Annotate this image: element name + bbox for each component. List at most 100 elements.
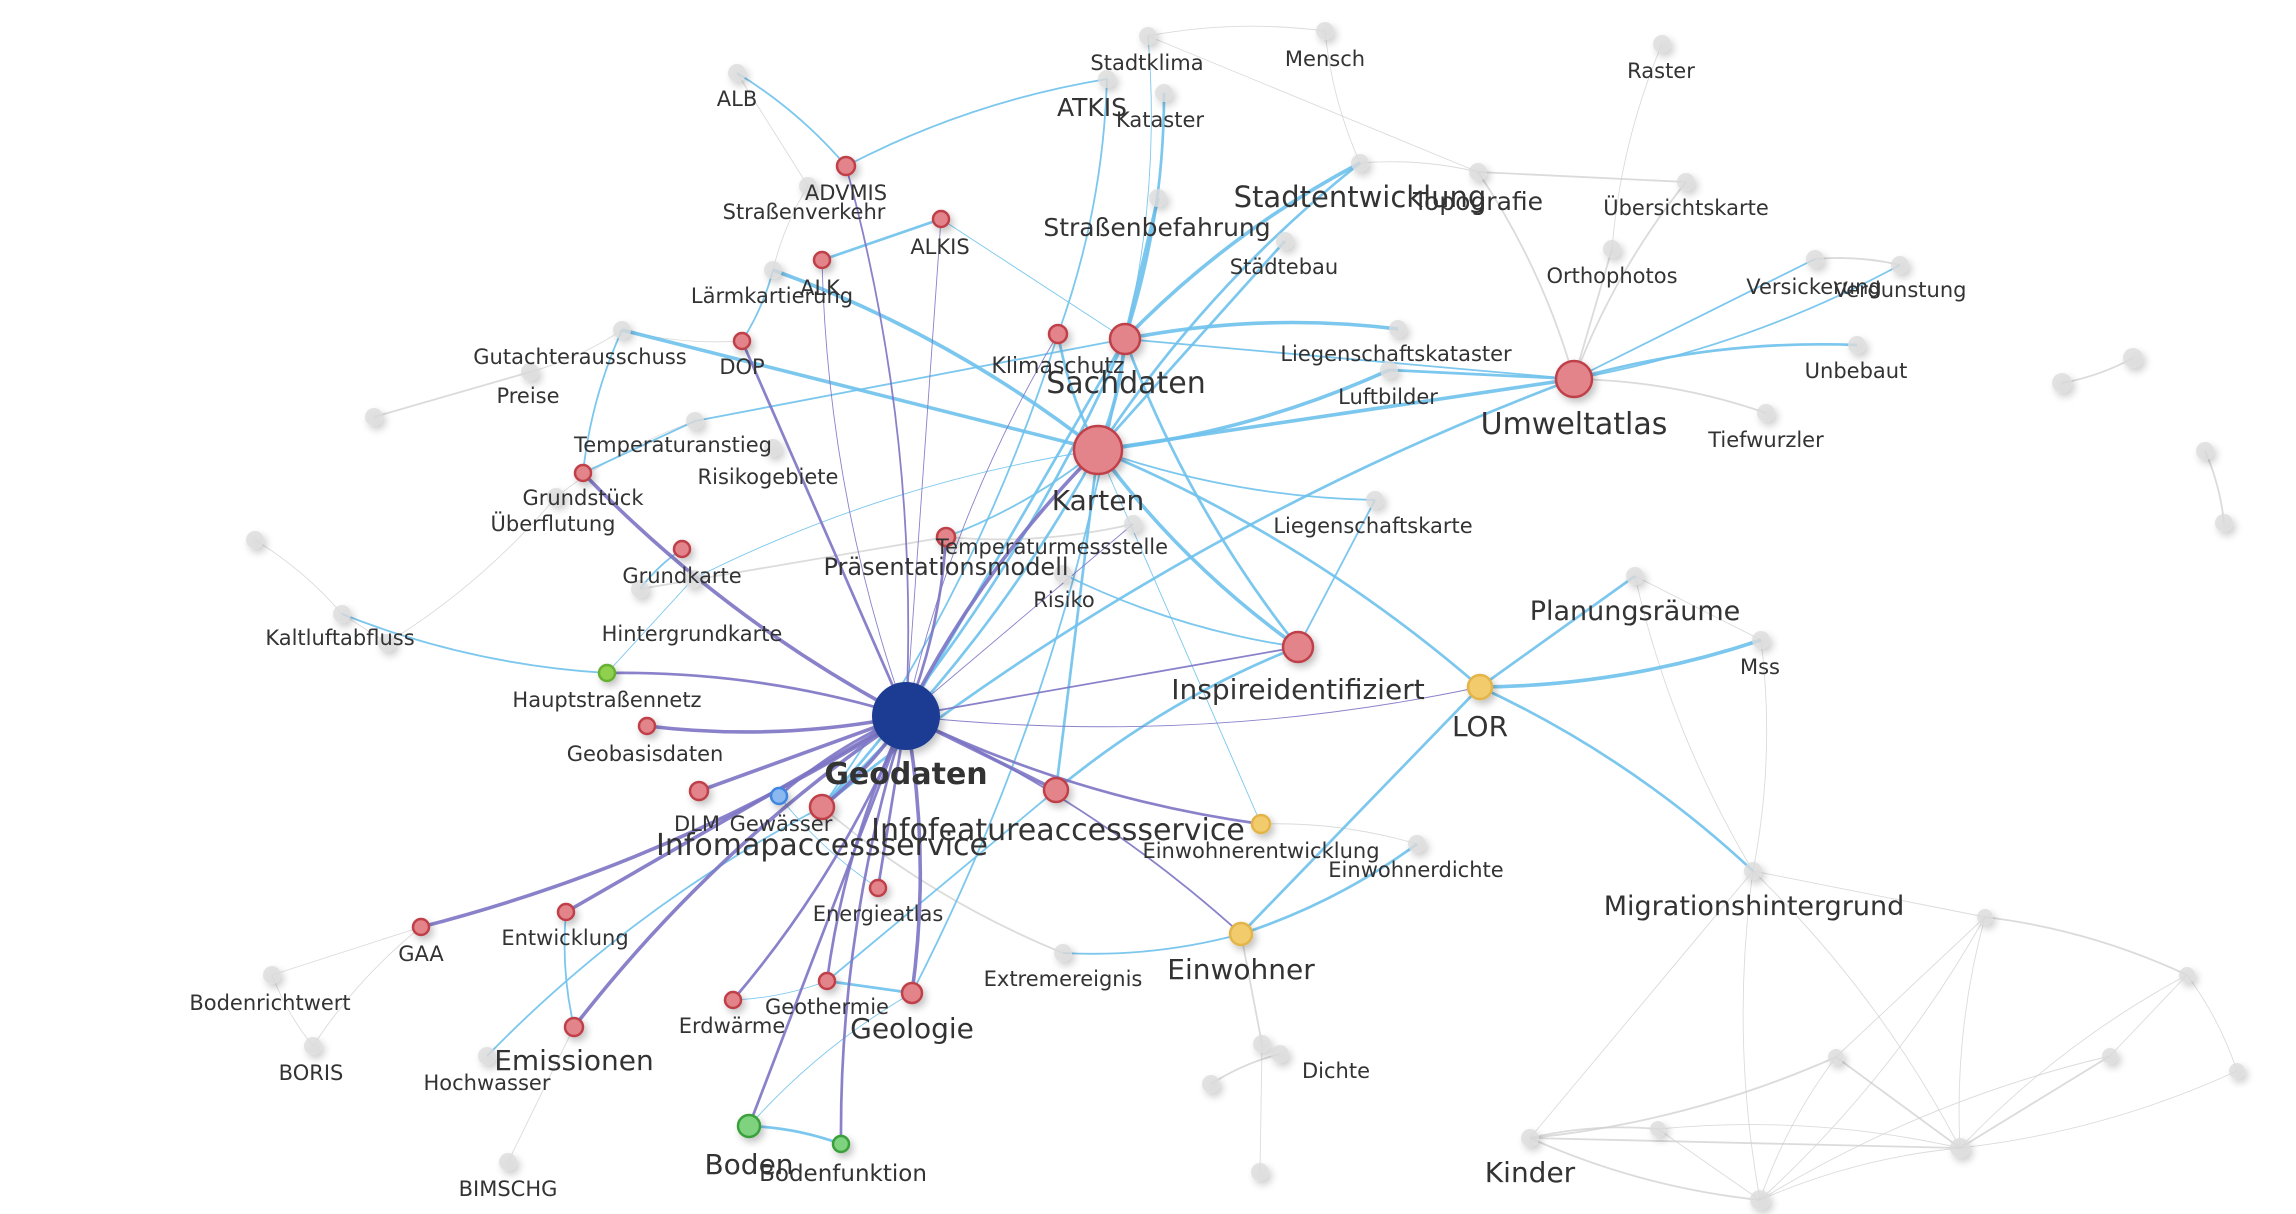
node-alb[interactable] (728, 64, 746, 82)
node-lor[interactable] (1466, 673, 1494, 701)
node-kataster[interactable] (1155, 84, 1173, 102)
node-infomap[interactable] (808, 793, 836, 821)
node-gewaesser[interactable] (769, 786, 789, 806)
node-verdunstung[interactable] (1891, 256, 1909, 274)
node-geodaten[interactable] (872, 682, 940, 750)
node-einwohnerentw[interactable] (1250, 813, 1272, 835)
node-mss[interactable] (1752, 631, 1770, 649)
node-energieatlas[interactable] (868, 878, 888, 898)
node-temperaturmess[interactable] (1124, 515, 1142, 533)
node-luftbilder[interactable] (1380, 361, 1398, 379)
node-uebersichtskarte[interactable] (1677, 173, 1695, 191)
node-grundkarte[interactable] (672, 539, 692, 559)
node-umweltatlas[interactable] (1554, 359, 1594, 399)
node-sachdaten[interactable] (1108, 322, 1142, 356)
node-atkis[interactable] (1098, 70, 1116, 88)
node-kaltluftabfluss[interactable] (333, 605, 351, 623)
node-pair2_b[interactable] (2215, 514, 2233, 532)
node-mensch[interactable] (1316, 22, 1334, 40)
node-entwicklung[interactable] (556, 902, 576, 922)
edge-geodaten-dop (740, 340, 908, 717)
edge-cl_1-cl_8 (1759, 916, 1986, 1201)
node-extremereignis[interactable] (1054, 944, 1072, 962)
node-cl_3[interactable] (1828, 1049, 1844, 1065)
node-geologie[interactable] (900, 981, 924, 1005)
node-bodenrichtwert[interactable] (263, 966, 281, 984)
node-cl_5[interactable] (2229, 1063, 2245, 1079)
node-dichte_a[interactable] (1202, 1075, 1220, 1093)
node-einwohner[interactable] (1228, 921, 1254, 947)
node-alkis[interactable] (931, 209, 951, 229)
node-cl_1[interactable] (1977, 909, 1993, 925)
node-gaa[interactable] (411, 917, 431, 937)
node-cl_2[interactable] (2179, 967, 2195, 983)
node-kinder[interactable] (1521, 1129, 1539, 1147)
node-dichte_c[interactable] (1251, 1163, 1269, 1181)
node-karten[interactable] (1072, 424, 1124, 476)
node-preise[interactable] (521, 363, 539, 381)
node-risikogebiete[interactable] (764, 439, 782, 457)
node-versickerung[interactable] (1806, 250, 1824, 268)
node-cl_4[interactable] (2102, 1048, 2118, 1064)
node-hauptstrassennetz[interactable] (597, 663, 617, 683)
node-gutachter[interactable] (613, 321, 631, 339)
node-erdwaerme[interactable] (723, 990, 743, 1010)
node-stadtklima[interactable] (1139, 27, 1157, 45)
node-hintergrundkarte[interactable] (684, 570, 702, 588)
node-pair1_a[interactable] (2052, 373, 2072, 393)
node-strassenbefahrung[interactable] (1149, 189, 1167, 207)
node-planungsraeume[interactable] (1626, 567, 1644, 585)
node-stadtentwicklung[interactable] (1351, 154, 1369, 172)
node-liegenschaftskataster[interactable] (1389, 320, 1407, 338)
node-inspire[interactable] (1281, 630, 1315, 664)
node-label-einwohnerdichte: Einwohnerdichte (1328, 858, 1503, 882)
node-infofeature[interactable] (1042, 776, 1070, 804)
node-cl_8[interactable] (1750, 1190, 1770, 1210)
node-strassenverkehr[interactable] (799, 177, 817, 195)
node-klimaschutz[interactable] (1047, 323, 1069, 345)
node-emissionen[interactable] (563, 1016, 585, 1038)
node-cl_7[interactable] (1950, 1138, 1970, 1158)
node-laermkartierung[interactable] (764, 261, 782, 279)
node-pair1_b[interactable] (2123, 348, 2143, 368)
node-boden[interactable] (736, 1113, 762, 1139)
node-label-bimschg: BIMSCHG (459, 1177, 558, 1201)
node-label-raster: Raster (1627, 59, 1695, 83)
node-ueberflutung[interactable] (547, 488, 565, 506)
node-migration[interactable] (1744, 862, 1762, 880)
node-einwohnerdichte[interactable] (1408, 835, 1426, 853)
node-unbebaut[interactable] (1848, 336, 1866, 354)
node-dlm[interactable] (688, 780, 710, 802)
node-geothermie[interactable] (817, 971, 837, 991)
node-dichte_b[interactable] (1271, 1045, 1289, 1063)
node-grundstueck[interactable] (573, 463, 593, 483)
edge-cl_3-cl_7 (1835, 1056, 1961, 1149)
edge-sachdaten-stadtklima (1124, 35, 1152, 340)
node-temperaturanstieg[interactable] (686, 412, 704, 430)
node-staedtebau[interactable] (1276, 232, 1294, 250)
node-liegenschaftskarte[interactable] (1366, 491, 1384, 509)
node-risiko[interactable] (1054, 565, 1072, 583)
node-orthophotos[interactable] (1603, 240, 1621, 258)
node-geobasisdaten[interactable] (637, 716, 657, 736)
node-kalt_right[interactable] (378, 634, 396, 652)
node-grundkarte_g[interactable] (631, 580, 649, 598)
node-hochwasser[interactable] (478, 1047, 496, 1065)
node-pair2_a[interactable] (2196, 442, 2214, 460)
node-preise_left[interactable] (365, 408, 383, 426)
node-tiefwurzler[interactable] (1757, 404, 1775, 422)
node-dop[interactable] (732, 331, 752, 351)
node-bimschg[interactable] (499, 1153, 517, 1171)
node-dichte[interactable] (1253, 1035, 1271, 1053)
node-kalt_top[interactable] (246, 531, 264, 549)
node-raster[interactable] (1653, 35, 1671, 53)
edge-hauptstrassennetz-kaltluftabfluss (341, 613, 608, 674)
node-bodenfunktion[interactable] (831, 1134, 851, 1154)
node-praesentation[interactable] (935, 526, 957, 548)
node-cl_6[interactable] (1650, 1121, 1666, 1137)
node-alk[interactable] (812, 250, 832, 270)
node-topografie[interactable] (1469, 163, 1487, 181)
node-advmis[interactable] (835, 155, 857, 177)
node-boris[interactable] (304, 1037, 322, 1055)
